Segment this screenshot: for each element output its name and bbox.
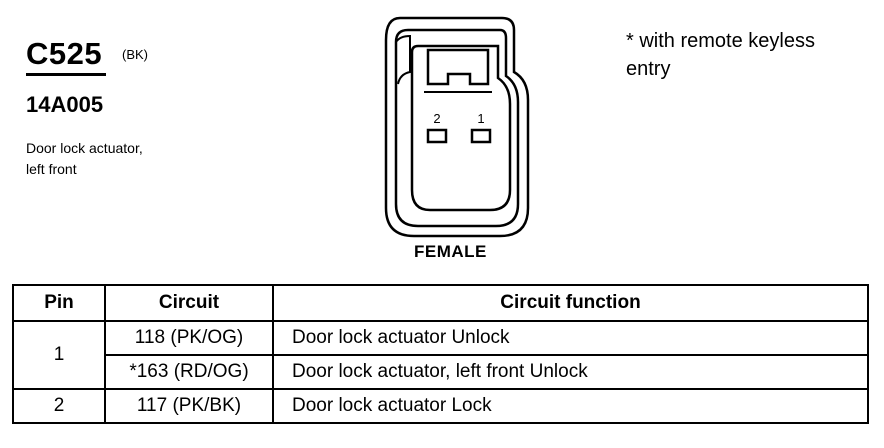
pin-2-terminal bbox=[426, 128, 448, 144]
connector-face-diagram: 2 1 bbox=[384, 16, 530, 238]
description-line-2: left front bbox=[26, 161, 77, 177]
header-circuit-function: Circuit function bbox=[272, 284, 869, 322]
pin-1-label: 1 bbox=[477, 111, 484, 126]
circuit-cell: 118 (PK/OG) bbox=[104, 320, 274, 356]
connector-code: C525 bbox=[26, 36, 103, 71]
pin-1-terminal bbox=[470, 128, 492, 144]
connector-color: (BK) bbox=[122, 47, 148, 62]
table-row: *163 (RD/OG) Door lock actuator, left fr… bbox=[13, 354, 869, 390]
table-header-row: Pin Circuit Circuit function bbox=[12, 284, 869, 322]
pinout-table: Pin Circuit Circuit function 1 118 (PK/O… bbox=[12, 284, 869, 424]
function-cell: Door lock actuator, left front Unlock bbox=[272, 354, 869, 390]
pin-cell: 2 bbox=[12, 388, 106, 424]
part-number: 14A005 bbox=[26, 92, 104, 117]
pin-2-label: 2 bbox=[433, 111, 440, 126]
latch-tab bbox=[426, 48, 490, 86]
table-row: 1 118 (PK/OG) Door lock actuator Unlock bbox=[12, 320, 869, 390]
connector-code-underline bbox=[26, 73, 106, 76]
connector-description: Door lock actuator, left front bbox=[26, 138, 196, 180]
header-circuit: Circuit bbox=[104, 284, 274, 322]
connector-cavity bbox=[410, 44, 512, 212]
header-pin: Pin bbox=[12, 284, 106, 322]
description-line-1: Door lock actuator, bbox=[26, 140, 143, 156]
circuit-cell: *163 (RD/OG) bbox=[104, 354, 274, 390]
pin-cell: 1 bbox=[12, 320, 106, 390]
function-cell: Door lock actuator Unlock bbox=[272, 320, 869, 356]
footnote-line-1: * with remote keyless bbox=[626, 30, 815, 52]
circuit-cell: 117 (PK/BK) bbox=[104, 388, 274, 424]
function-cell: Door lock actuator Lock bbox=[272, 388, 869, 424]
connector-latch-rail bbox=[395, 34, 411, 85]
footnote: * with remote keyless entry bbox=[626, 27, 856, 83]
connector-outer-housing bbox=[384, 16, 530, 238]
table-row: 2 117 (PK/BK) Door lock actuator Lock bbox=[12, 388, 869, 424]
gender-label: FEMALE bbox=[414, 242, 487, 261]
connector-inner-housing bbox=[394, 28, 520, 228]
footnote-line-2: entry bbox=[626, 58, 671, 80]
